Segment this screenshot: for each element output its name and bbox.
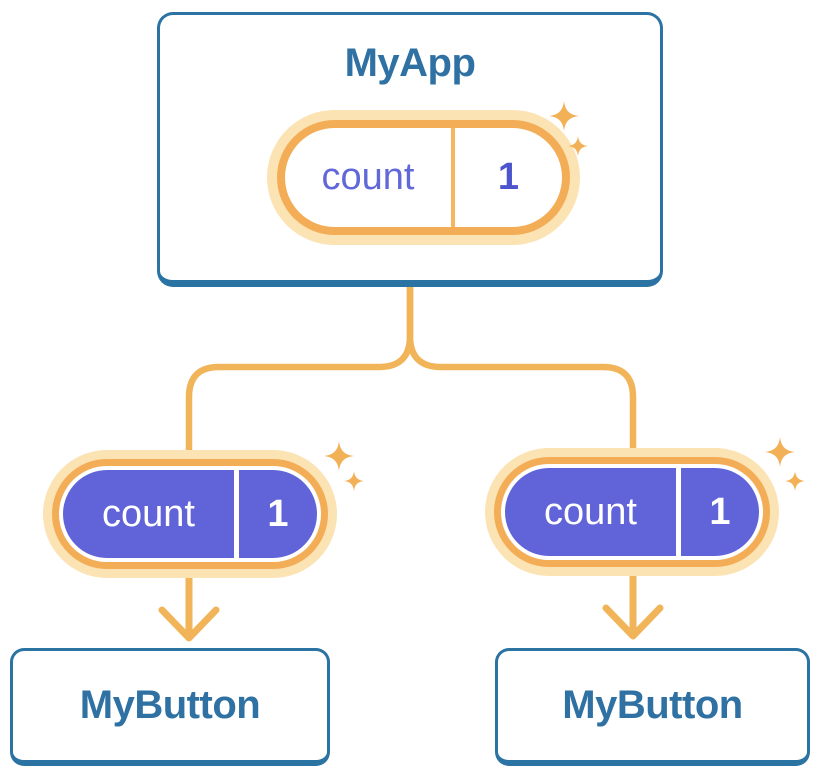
pill-divider [451, 128, 455, 227]
pill-ring: count 1 [52, 459, 328, 569]
pill-ring: count 1 [494, 457, 770, 567]
pill-white-ring: count 1 [59, 466, 321, 562]
arrow-down-left [158, 574, 220, 642]
state-value: 1 [709, 490, 731, 533]
component-title: MyButton [79, 683, 261, 727]
component-title: MyButton [562, 683, 743, 727]
state-value: 1 [497, 156, 520, 198]
pill-divider [234, 470, 239, 558]
component-title: MyApp [344, 41, 476, 85]
state-pill-right-child: count 1 [485, 448, 779, 576]
state-pill-myapp: count 1 [267, 110, 580, 245]
arrow-down-right [602, 572, 664, 640]
pill-halo: count 1 [267, 110, 580, 245]
pill-white-ring: count 1 [501, 464, 763, 560]
connector-left-branch [185, 284, 414, 452]
state-label: count [321, 156, 415, 198]
component-card-mybutton-left: MyButton [10, 648, 330, 766]
pill-halo: count 1 [43, 450, 337, 578]
state-label: count [102, 492, 195, 535]
connector-right-branch [406, 284, 637, 450]
state-pill-left-child: count 1 [43, 450, 337, 578]
state-label: count [544, 490, 637, 533]
state-value: 1 [267, 492, 289, 535]
pill-halo: count 1 [485, 448, 779, 576]
pill-divider [676, 468, 681, 556]
component-card-mybutton-right: MyButton [495, 648, 810, 766]
pill-ring: count 1 [277, 120, 570, 235]
